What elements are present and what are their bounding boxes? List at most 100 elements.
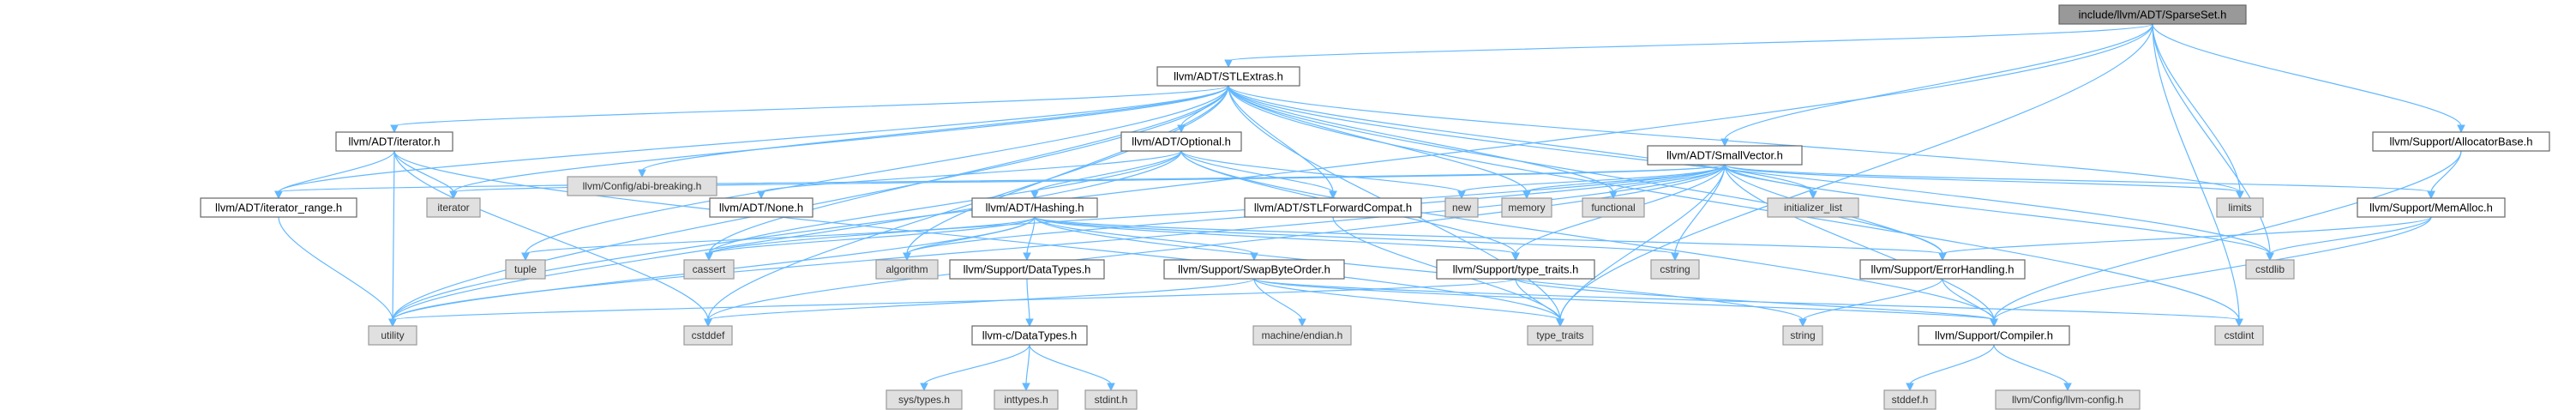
- edge-line: [1253, 278, 1995, 321]
- edge-line: [1026, 216, 1036, 255]
- node-label: inttypes.h: [1004, 394, 1048, 406]
- node-cstdlib: cstdlib: [2245, 259, 2295, 280]
- node-stdint: stdint.h: [1084, 389, 1138, 410]
- edge-smallvector-to-type_traits: [1556, 164, 1726, 328]
- node-systypes: sys/types.h: [886, 389, 963, 410]
- node-machine_endian: machine/endian.h: [1252, 325, 1352, 346]
- node-label: llvm/Support/SwapByteOrder.h: [1178, 262, 1330, 275]
- node-iterator: iterator: [426, 197, 481, 218]
- edge-line: [278, 150, 395, 193]
- edge-arrowhead: [1809, 190, 1817, 200]
- edge-arrowhead: [1030, 190, 1039, 200]
- node-stlextras[interactable]: llvm/ADT/STLExtras.h: [1156, 66, 1300, 87]
- edge-smallvector-to-limits: [1724, 164, 2244, 200]
- node-hashing[interactable]: llvm/ADT/Hashing.h: [971, 197, 1098, 218]
- edge-typetraits_h-to-utility: [388, 278, 1516, 328]
- node-smallvector[interactable]: llvm/ADT/SmallVector.h: [1647, 145, 1803, 166]
- edge-optional-to-hashing: [1030, 150, 1182, 200]
- node-box: [1527, 325, 1594, 346]
- node-none[interactable]: llvm/ADT/None.h: [709, 197, 814, 218]
- node-label: string: [1790, 329, 1815, 341]
- edge-root-to-stlextras: [1224, 23, 2153, 69]
- node-stlforward[interactable]: llvm/ADT/STLForwardCompat.h: [1244, 197, 1422, 218]
- node-optional[interactable]: llvm/ADT/Optional.h: [1120, 131, 1242, 152]
- node-inttypes: inttypes.h: [994, 389, 1059, 410]
- edge-line: [1228, 85, 1334, 193]
- node-label: type_traits: [1536, 329, 1583, 341]
- node-label: machine/endian.h: [1262, 329, 1343, 341]
- edge-arrowhead: [757, 190, 766, 200]
- edge-root-to-allocatorbase: [2152, 23, 2465, 134]
- node-label: stddef.h: [1892, 394, 1929, 406]
- node-box: [971, 325, 1088, 346]
- edge-cdatatypes-to-stdint: [1029, 344, 1115, 392]
- edge-line: [1253, 278, 1561, 321]
- node-swapbyte[interactable]: llvm/Support/SwapByteOrder.h: [1163, 259, 1345, 280]
- edge-arrowhead: [903, 252, 911, 262]
- node-label: llvm/ADT/iterator_range.h: [215, 201, 342, 214]
- edge-line: [1228, 85, 1614, 193]
- node-box: [1244, 197, 1422, 218]
- edge-arrowhead: [704, 318, 712, 328]
- edge-arrowhead: [1906, 383, 1914, 392]
- edge-allocatorbase-to-compiler: [1990, 150, 2462, 328]
- node-abibreaking: llvm/Config/abi-breaking.h: [567, 176, 718, 196]
- node-cstdint: cstdint: [2214, 325, 2264, 346]
- node-box: [426, 197, 481, 218]
- node-cdatatypes[interactable]: llvm-c/DataTypes.h: [971, 325, 1088, 346]
- node-typetraits_h[interactable]: llvm/Support/type_traits.h: [1436, 259, 1595, 280]
- edge-line: [1993, 216, 2432, 321]
- edge-errorhandling-to-string: [1798, 278, 1943, 328]
- edge-line: [1034, 216, 1516, 255]
- node-box: [1436, 259, 1595, 280]
- edge-line: [2269, 216, 2432, 255]
- edge-line: [1253, 278, 2240, 321]
- node-allocatorbase[interactable]: llvm/Support/AllocatorBase.h: [2372, 131, 2550, 152]
- edge-arrowhead: [1329, 190, 1337, 200]
- edge-line: [707, 278, 1255, 321]
- node-label: llvm/ADT/SmallVector.h: [1666, 148, 1783, 161]
- edge-line: [1026, 278, 1030, 321]
- node-new: new: [1444, 197, 1479, 218]
- node-box: [949, 259, 1105, 280]
- node-iterator_range[interactable]: llvm/ADT/iterator_range.h: [200, 197, 357, 218]
- node-iterator_h[interactable]: llvm/ADT/iterator.h: [335, 131, 453, 152]
- node-box: [1647, 145, 1803, 166]
- edge-arrowhead: [1671, 252, 1679, 262]
- edge-line: [708, 85, 1229, 255]
- node-memalloc[interactable]: llvm/Support/MemAlloc.h: [2357, 197, 2506, 218]
- node-root[interactable]: include/llvm/ADT/SparseSet.h: [2058, 4, 2247, 25]
- edge-hashing-to-tuple: [521, 216, 1036, 262]
- edge-line: [392, 150, 395, 321]
- edge-line: [1993, 150, 2462, 321]
- node-box: [1252, 325, 1352, 346]
- edge-arrowhead: [1990, 318, 1998, 328]
- node-label: stdint.h: [1095, 394, 1128, 406]
- node-cstring: cstring: [1650, 259, 1700, 280]
- edge-line: [1724, 164, 2241, 193]
- edge-line: [2152, 23, 2271, 255]
- node-box: [2216, 197, 2264, 218]
- node-datatypes[interactable]: llvm/Support/DataTypes.h: [949, 259, 1105, 280]
- edge-arrowhead: [2063, 383, 2072, 392]
- edge-stlextras-to-initlist: [1228, 85, 1817, 200]
- edge-line: [1034, 150, 1182, 193]
- edge-iterator_h-to-iterator_range: [274, 150, 395, 200]
- edge-arrowhead: [1522, 190, 1531, 200]
- edge-line: [1526, 164, 1726, 193]
- node-label: cstring: [1660, 263, 1690, 275]
- node-box: [1995, 389, 2141, 410]
- node-box: [683, 325, 733, 346]
- node-box: [2245, 259, 2295, 280]
- node-box: [971, 197, 1098, 218]
- node-label: llvm/ADT/Hashing.h: [986, 201, 1084, 214]
- node-compiler[interactable]: llvm/Support/Compiler.h: [1918, 325, 2070, 346]
- node-box: [683, 259, 735, 280]
- edge-line: [707, 85, 1229, 321]
- node-label: llvm/Support/type_traits.h: [1453, 262, 1579, 275]
- node-box: [1859, 259, 2026, 280]
- node-errorhandling[interactable]: llvm/Support/ErrorHandling.h: [1859, 259, 2026, 280]
- edge-swapbyte-to-cstdint: [1253, 278, 2243, 328]
- node-label: cstdlib: [2255, 263, 2285, 275]
- node-label: llvm/ADT/Optional.h: [1132, 135, 1231, 148]
